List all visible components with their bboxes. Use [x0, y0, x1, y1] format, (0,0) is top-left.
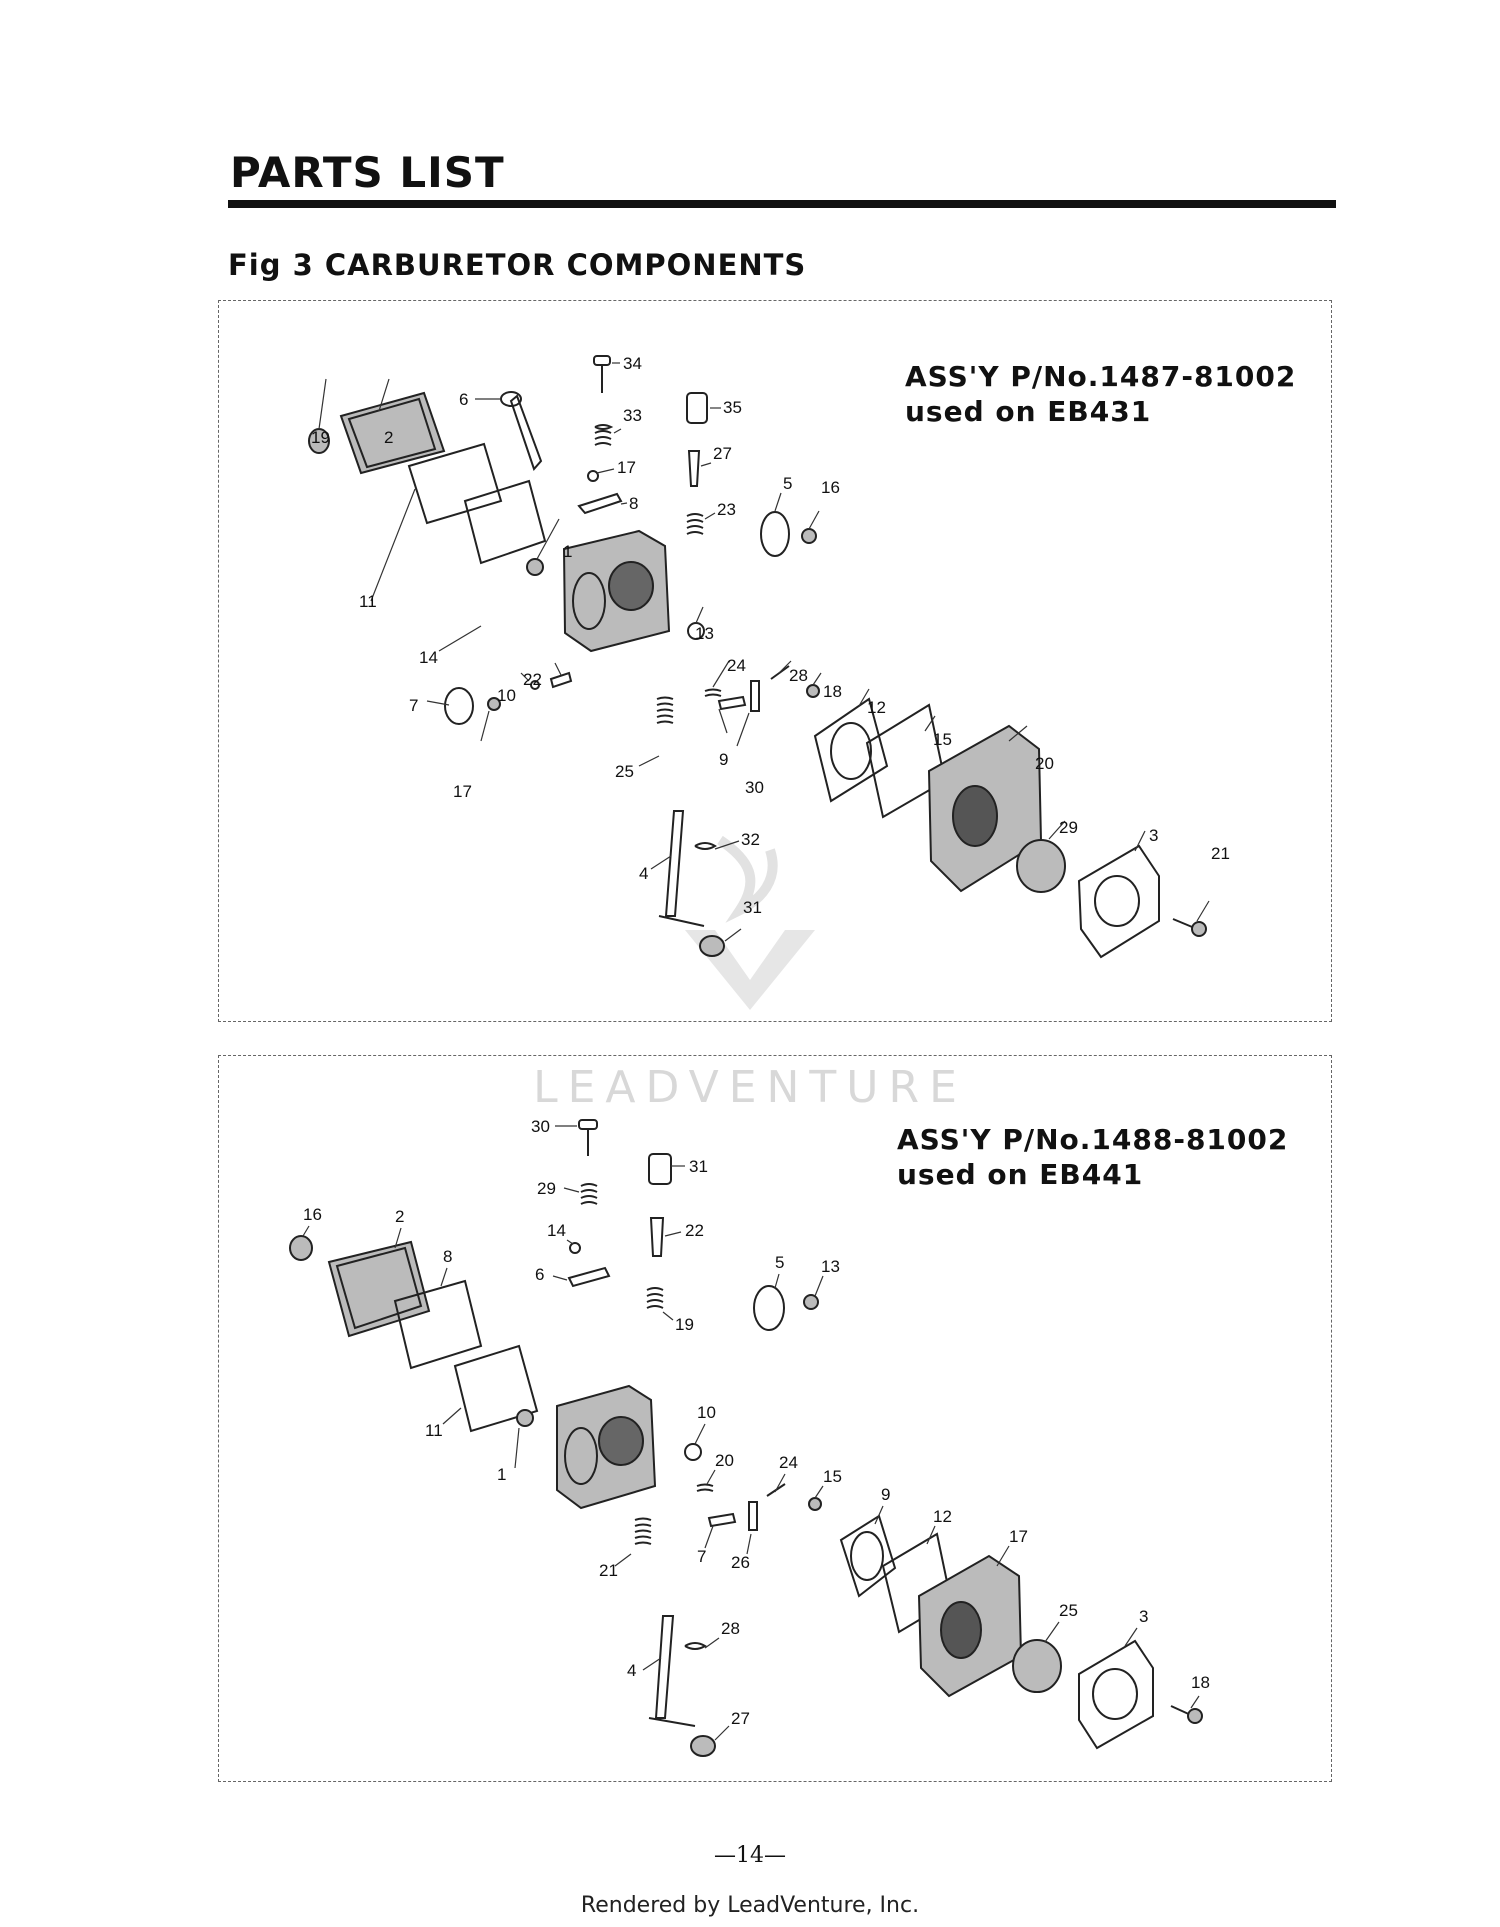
- watermark-text: LEADVENTURE: [533, 1062, 967, 1113]
- callout: 14: [419, 648, 438, 667]
- callout: 22: [685, 1221, 704, 1240]
- page-number: —14—: [714, 1843, 786, 1868]
- callout: 17: [453, 782, 472, 801]
- callout: 25: [1059, 1601, 1078, 1620]
- page-title: PARTS LIST: [230, 148, 505, 197]
- callout: 2: [395, 1207, 404, 1226]
- callout: 18: [823, 682, 842, 701]
- callout: 28: [721, 1619, 740, 1638]
- callout: 4: [639, 864, 648, 883]
- callout: 14: [547, 1221, 566, 1240]
- callout: 7: [409, 696, 418, 715]
- callout: 24: [779, 1453, 798, 1472]
- callout: 8: [443, 1247, 452, 1266]
- callout: 22: [523, 670, 542, 689]
- callout: 33: [623, 406, 642, 425]
- assembly-part-number: ASS'Y P/No.1488-81002: [897, 1123, 1289, 1156]
- callout: 15: [933, 730, 952, 749]
- callout: 35: [723, 398, 742, 417]
- assembly-label-eb441: ASS'Y P/No.1488-81002 used on EB441: [897, 1122, 1288, 1192]
- callout: 29: [1059, 818, 1078, 837]
- render-credit: Rendered by LeadVenture, Inc.: [580, 1893, 920, 1918]
- callout: 21: [1211, 844, 1230, 863]
- callout: 3: [1149, 826, 1158, 845]
- callout: 31: [689, 1157, 708, 1176]
- callout: 9: [881, 1485, 890, 1504]
- callout-labels-eb431: 34 6 35 33 27 19 2 17 8 5 16 23 1 11 14 …: [311, 354, 1230, 917]
- callout: 26: [731, 1553, 750, 1572]
- callout: 12: [933, 1507, 952, 1526]
- callout: 13: [695, 624, 714, 643]
- callout: 11: [425, 1421, 443, 1440]
- assembly-used-on: used on EB441: [897, 1158, 1144, 1191]
- callout: 24: [727, 656, 746, 675]
- callout: 6: [535, 1265, 544, 1284]
- callout: 13: [821, 1257, 840, 1276]
- callout: 30: [531, 1117, 550, 1136]
- callout: 16: [303, 1205, 322, 1224]
- callout: 18: [1191, 1673, 1210, 1692]
- callout: 30: [745, 778, 764, 797]
- callout: 1: [563, 542, 572, 561]
- callout: 23: [717, 500, 736, 519]
- callout: 6: [459, 390, 468, 409]
- callout: 1: [497, 1465, 506, 1484]
- callout: 17: [1009, 1527, 1028, 1546]
- callout: 27: [713, 444, 732, 463]
- callout: 3: [1139, 1607, 1148, 1626]
- callout: 2: [384, 428, 393, 447]
- assembly-used-on: used on EB431: [905, 395, 1152, 428]
- figure-title: Fig 3 CARBURETOR COMPONENTS: [228, 248, 807, 282]
- callout: 17: [617, 458, 636, 477]
- callout-labels-eb441: 30 31 29 16 2 22 14 8 6 5 13 19 11 1 10 …: [303, 1117, 1210, 1728]
- callout: 12: [867, 698, 886, 717]
- diagram-panel-eb441: 30 31 29 16 2 22 14 8 6 5 13 19 11 1 10 …: [218, 1055, 1332, 1782]
- assembly-part-number: ASS'Y P/No.1487-81002: [905, 360, 1297, 393]
- callout: 20: [715, 1451, 734, 1470]
- exploded-diagram-eb441: [289, 1119, 1203, 1757]
- callout: 29: [537, 1179, 556, 1198]
- diagram-panel-eb431: 34 6 35 33 27 19 2 17 8 5 16 23 1 11 14 …: [218, 300, 1332, 1022]
- callout: 4: [627, 1661, 636, 1680]
- assembly-label-eb431: ASS'Y P/No.1487-81002 used on EB431: [905, 359, 1296, 429]
- callout: 7: [697, 1547, 706, 1566]
- callout: 32: [741, 830, 760, 849]
- callout: 20: [1035, 754, 1054, 773]
- title-rule: [228, 200, 1336, 208]
- callout: 15: [823, 1467, 842, 1486]
- callout: 11: [359, 592, 377, 611]
- callout: 25: [615, 762, 634, 781]
- callout: 34: [623, 354, 642, 373]
- callout: 10: [697, 1403, 716, 1422]
- callout: 5: [775, 1253, 784, 1272]
- exploded-diagram-eb431: [308, 355, 1210, 959]
- callout: 28: [789, 666, 808, 685]
- callout: 19: [311, 428, 330, 447]
- callout: 19: [675, 1315, 694, 1334]
- callout: 5: [783, 474, 792, 493]
- callout: 27: [731, 1709, 750, 1728]
- callout: 9: [719, 750, 728, 769]
- callout: 8: [629, 494, 638, 513]
- callout: 10: [497, 686, 516, 705]
- callout: 16: [821, 478, 840, 497]
- callout: 21: [599, 1561, 618, 1580]
- callout: 31: [743, 898, 762, 917]
